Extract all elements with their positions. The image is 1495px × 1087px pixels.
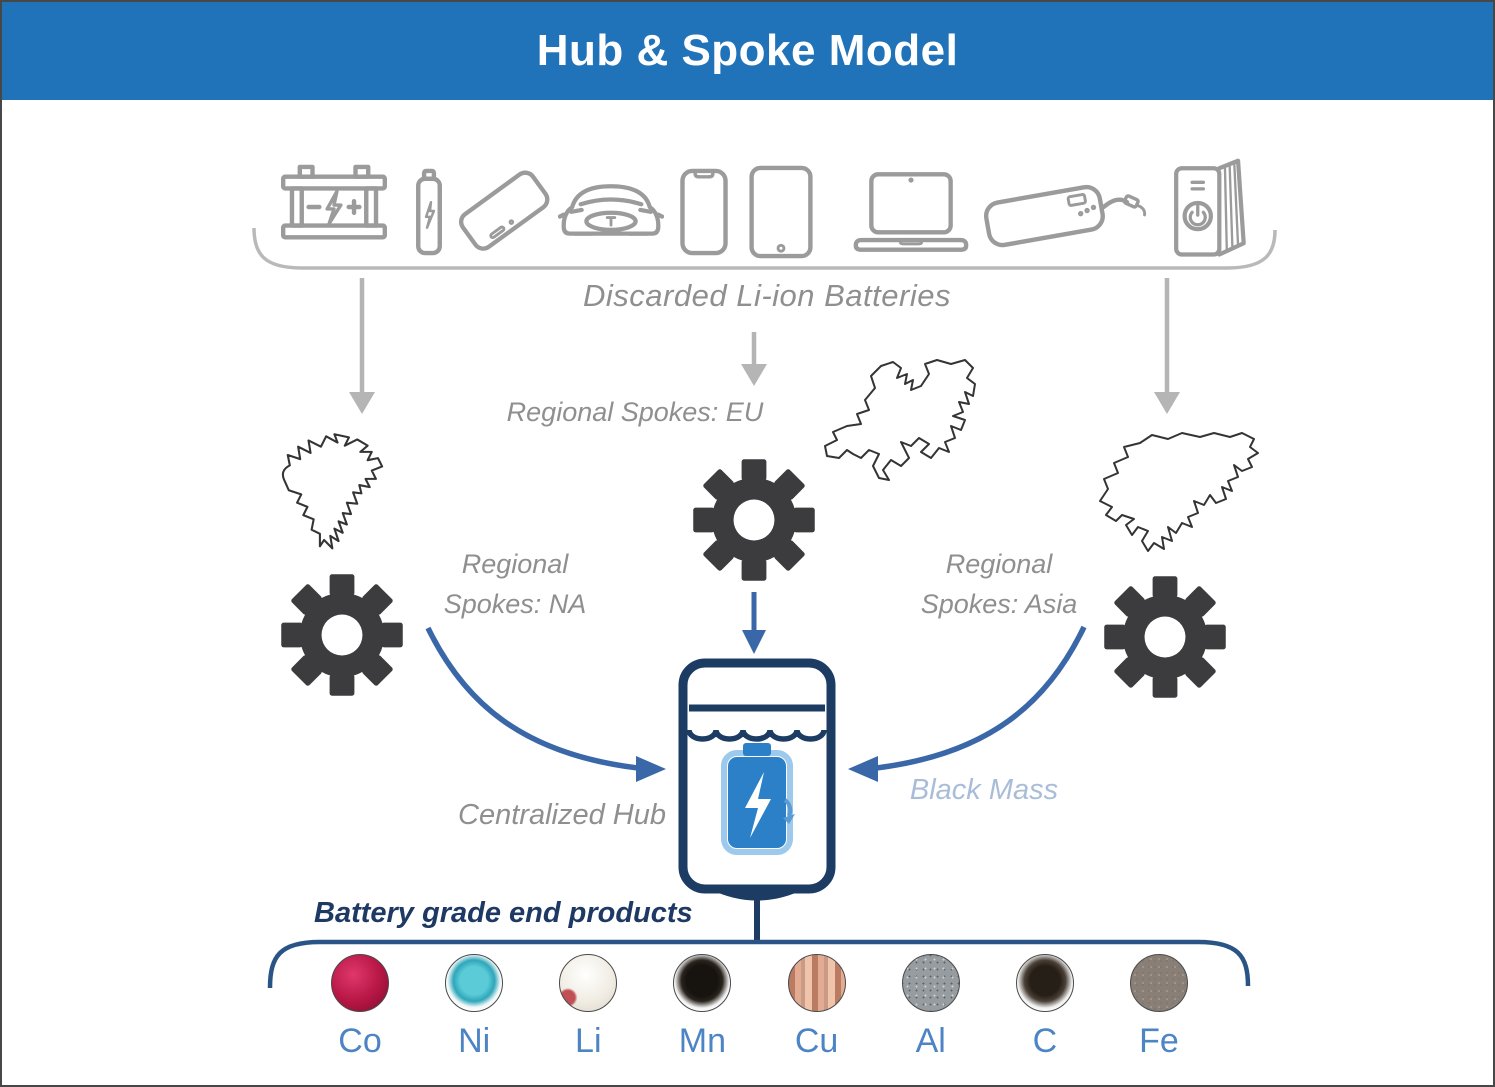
tablet-icon bbox=[749, 165, 813, 259]
manganese-sample-icon bbox=[673, 954, 732, 1012]
element-label: Ni bbox=[458, 1022, 491, 1060]
hub-container-icon bbox=[678, 658, 836, 943]
liquid-wave-line bbox=[686, 729, 827, 742]
element-label: C bbox=[1032, 1022, 1058, 1060]
down-arrow-na bbox=[349, 278, 375, 414]
aluminium-sample-icon bbox=[901, 954, 960, 1012]
carbon-sample-icon bbox=[1015, 954, 1074, 1012]
power-bank-cable-icon bbox=[983, 184, 1147, 248]
products-row: Co Ni Li Mn Cu Al C Fe bbox=[316, 954, 1203, 1061]
battery-recycle-icon bbox=[721, 743, 795, 855]
devices-caption: Discarded Li-ion Batteries bbox=[583, 278, 951, 313]
gear-icon-asia bbox=[1104, 576, 1226, 698]
products-title: Battery grade end products bbox=[314, 897, 693, 929]
product-cobalt: Co bbox=[316, 954, 404, 1061]
asia-map bbox=[1099, 432, 1259, 552]
electric-car-icon bbox=[558, 184, 664, 236]
devices-bracket bbox=[252, 227, 1277, 270]
power-bank-icon bbox=[458, 170, 550, 251]
black-mass-label: Black Mass bbox=[909, 774, 1059, 806]
product-aluminium: Al bbox=[887, 954, 975, 1061]
hub-label: Centralized Hub bbox=[458, 799, 666, 831]
product-copper: Cu bbox=[773, 954, 861, 1061]
copper-sample-icon bbox=[787, 954, 846, 1012]
nickel-sample-icon bbox=[445, 954, 504, 1012]
element-label: Mn bbox=[678, 1022, 727, 1060]
product-carbon: C bbox=[1001, 954, 1089, 1061]
cell-battery-icon bbox=[416, 168, 442, 256]
arrow-na-to-hub bbox=[425, 626, 666, 782]
product-nickel: Ni bbox=[430, 954, 518, 1061]
smartphone-icon bbox=[680, 168, 728, 256]
spoke-label-na: Regional Spokes: NA bbox=[443, 549, 587, 619]
element-label: Co bbox=[338, 1022, 382, 1060]
battery-pack-icon bbox=[1174, 158, 1246, 257]
products-bracket bbox=[267, 939, 1251, 989]
product-manganese: Mn bbox=[658, 954, 746, 1061]
element-label: Fe bbox=[1139, 1022, 1179, 1060]
product-iron: Fe bbox=[1115, 954, 1203, 1061]
gear-icon-eu bbox=[693, 459, 815, 581]
spoke-label-eu: Regional Spokes: EU bbox=[506, 397, 764, 427]
down-arrow-asia bbox=[1154, 278, 1180, 414]
cobalt-sample-icon bbox=[331, 954, 389, 1012]
arrow-asia-to-hub bbox=[848, 625, 1087, 782]
element-label: Li bbox=[575, 1022, 602, 1060]
element-label: Al bbox=[915, 1022, 946, 1060]
gear-icon-na bbox=[281, 574, 403, 696]
title-bar: Hub & Spoke Model bbox=[2, 2, 1493, 100]
car-battery-icon bbox=[280, 164, 388, 240]
element-label: Cu bbox=[794, 1022, 839, 1060]
product-lithium: Li bbox=[544, 954, 632, 1061]
north-america-map bbox=[281, 433, 384, 550]
iron-sample-icon bbox=[1129, 954, 1188, 1012]
down-arrow-eu bbox=[741, 332, 767, 386]
page-title: Hub & Spoke Model bbox=[536, 26, 959, 75]
lithium-sample-icon bbox=[559, 954, 618, 1012]
europe-map bbox=[824, 359, 976, 481]
arrow-eu-to-hub bbox=[742, 592, 766, 654]
spoke-label-asia: Regional Spokes: Asia bbox=[920, 549, 1078, 619]
laptop-icon bbox=[853, 172, 969, 252]
